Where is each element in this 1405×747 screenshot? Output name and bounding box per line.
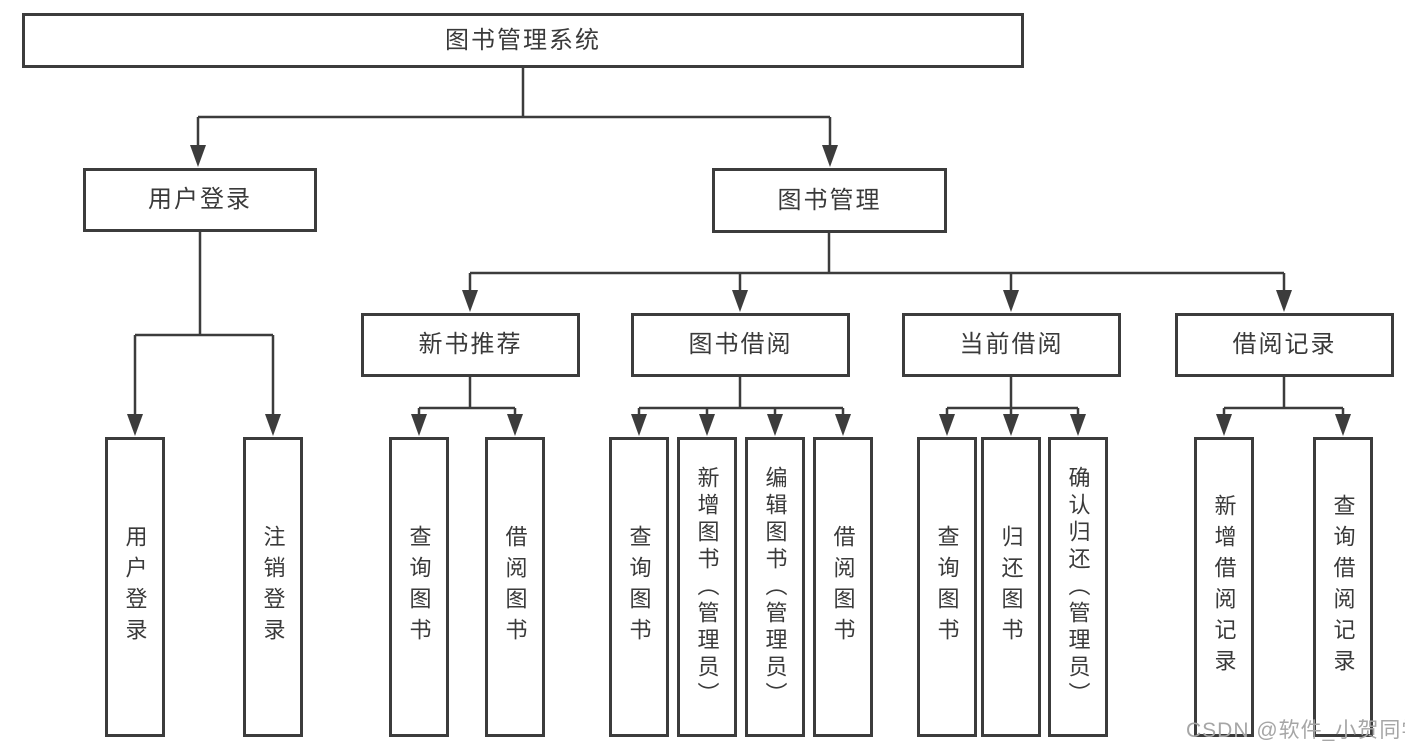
node-root-label: 图书管理系统 <box>445 26 601 54</box>
connector-userlogin-to-children <box>127 232 281 436</box>
node-borrow-records: 借阅记录 <box>1175 313 1394 377</box>
connector-current-to-children <box>939 377 1086 436</box>
leaf-query-books-current-label: 查询图书 <box>934 525 960 649</box>
connector-newbook-to-children <box>411 377 523 436</box>
node-user-login-label: 用户登录 <box>148 186 252 213</box>
leaf-query-books-recommend: 查询图书 <box>389 437 449 737</box>
connector-records-to-children <box>1216 377 1351 436</box>
node-borrow-records-label: 借阅记录 <box>1232 331 1337 358</box>
connector-borrow-to-children <box>631 377 851 436</box>
leaf-add-book-admin: 新增图书（管理员） <box>677 437 737 737</box>
leaf-logout-label: 注销登录 <box>260 525 286 649</box>
leaf-query-borrow-record: 查询借阅记录 <box>1313 437 1373 737</box>
connector-bookmgmt-to-level3 <box>462 233 1292 312</box>
leaf-add-borrow-record: 新增借阅记录 <box>1194 437 1254 737</box>
csdn-watermark: CSDN @软件_小贺同学 <box>1186 719 1405 742</box>
leaf-query-borrow-record-label: 查询借阅记录 <box>1330 494 1356 680</box>
node-current-borrow-label: 当前借阅 <box>959 331 1064 358</box>
node-book-management-label: 图书管理 <box>777 186 882 214</box>
leaf-add-book-admin-label: 新增图书（管理员） <box>694 465 720 709</box>
leaf-confirm-return-admin-label: 确认归还（管理员） <box>1065 465 1091 709</box>
node-new-book-recommend: 新书推荐 <box>361 313 580 377</box>
leaf-user-login-label: 用户登录 <box>122 525 148 649</box>
leaf-borrow-books-recommend-label: 借阅图书 <box>502 525 528 649</box>
leaf-borrow-books: 借阅图书 <box>813 437 873 737</box>
leaf-logout: 注销登录 <box>243 437 303 737</box>
node-current-borrow: 当前借阅 <box>902 313 1121 377</box>
node-book-management: 图书管理 <box>712 168 947 233</box>
leaf-query-books-borrow: 查询图书 <box>609 437 669 737</box>
leaf-return-book-label: 归还图书 <box>998 525 1024 649</box>
leaf-query-books-current: 查询图书 <box>917 437 977 737</box>
connector-root-to-level2 <box>190 68 838 167</box>
leaf-return-book: 归还图书 <box>981 437 1041 737</box>
leaf-confirm-return-admin: 确认归还（管理员） <box>1048 437 1108 737</box>
node-book-borrow-label: 图书借阅 <box>688 331 793 358</box>
leaf-borrow-books-label: 借阅图书 <box>830 525 856 649</box>
leaf-query-books-borrow-label: 查询图书 <box>626 525 652 649</box>
leaf-edit-book-admin: 编辑图书（管理员） <box>745 437 805 737</box>
node-new-book-recommend-label: 新书推荐 <box>418 331 523 358</box>
node-user-login: 用户登录 <box>83 168 317 232</box>
leaf-borrow-books-recommend: 借阅图书 <box>485 437 545 737</box>
leaf-query-books-recommend-label: 查询图书 <box>406 525 432 649</box>
node-root: 图书管理系统 <box>22 13 1024 68</box>
leaf-edit-book-admin-label: 编辑图书（管理员） <box>762 465 788 709</box>
leaf-user-login: 用户登录 <box>105 437 165 737</box>
leaf-add-borrow-record-label: 新增借阅记录 <box>1211 494 1237 680</box>
node-book-borrow: 图书借阅 <box>631 313 850 377</box>
